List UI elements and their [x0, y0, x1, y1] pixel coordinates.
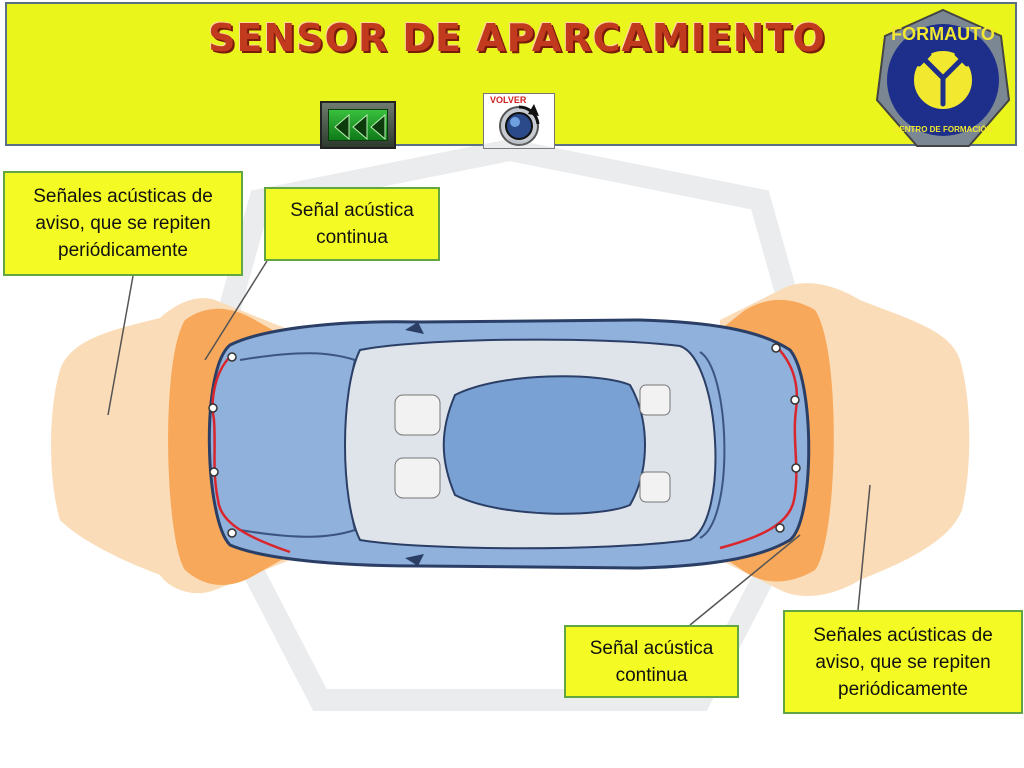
callout-front-periodic: Señales acústicas de aviso, que se repit…: [3, 171, 243, 276]
logo-emblem-icon: FORMAUTO CENTRO DE FORMACIÓN: [875, 8, 1011, 147]
callout-rear-continuous-text: Señal acústica continua: [589, 637, 714, 686]
logo-name: FORMAUTO: [891, 24, 995, 44]
back-button[interactable]: [320, 101, 396, 149]
sensors: [208, 343, 801, 538]
callout-rear-continuous: Señal acústica continua: [564, 625, 739, 698]
watermark-emblem: [178, 138, 842, 711]
triple-chevron-left-icon: [334, 113, 386, 141]
page-title: SENSOR DE APARCAMIENTO: [208, 16, 826, 60]
sensor-wiring: [211, 344, 799, 554]
logo-subtitle: CENTRO DE FORMACIÓN: [894, 125, 993, 134]
callout-rear-periodic-text: Señales acústicas de aviso, que se repit…: [813, 624, 993, 700]
callout-front-periodic-text: Señales acústicas de aviso, que se repit…: [33, 186, 213, 261]
callout-front-continuous: Señal acústica continua: [264, 187, 440, 261]
volver-label: VOLVER: [490, 95, 527, 105]
car-top-view: [207, 318, 811, 570]
return-globe-icon: [499, 104, 540, 146]
formauto-logo: FORMAUTO CENTRO DE FORMACIÓN: [873, 8, 1013, 150]
leader-lines: [107, 260, 871, 626]
volver-button[interactable]: VOLVER: [483, 93, 555, 149]
back-button-face: [328, 109, 388, 141]
callout-rear-periodic: Señales acústicas de aviso, que se repit…: [783, 610, 1023, 714]
header-bar: SENSOR DE APARCAMIENTO VOLVER: [5, 2, 1017, 149]
callout-front-continuous-text: Señal acústica continua: [290, 200, 414, 248]
